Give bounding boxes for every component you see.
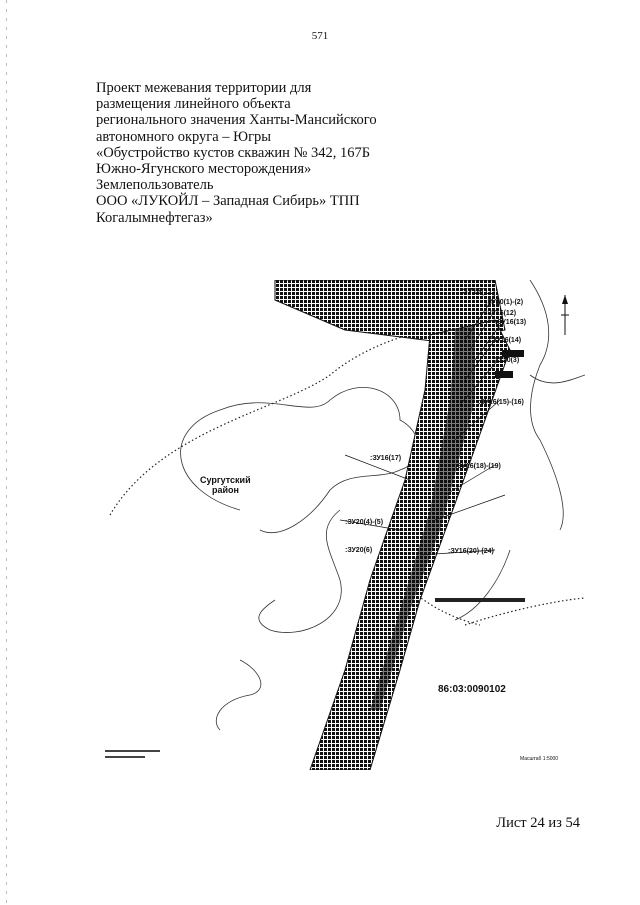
parcel-label: :ЗУ20(4)-(5) [345, 519, 383, 526]
parcel-label: :ЗУ20(1)-(2) [485, 299, 523, 306]
cadastral-number: 86:03:0090102 [438, 684, 506, 695]
district-boundary-right [464, 597, 585, 626]
parcel-label: :ЗУ20(6) [345, 547, 372, 554]
parcel-label: :ЗУ16(11) [460, 287, 495, 296]
district-label: район [212, 485, 239, 495]
page-number: 571 [311, 30, 329, 42]
corridor-main [309, 319, 511, 770]
parcel-label: :ЗУ16(18)-(19) [455, 463, 501, 470]
title-line: Когалымнефтегаз» [96, 209, 213, 226]
title-line: ООО «ЛУКОЙЛ – Западная Сибирь» ТПП [96, 193, 360, 210]
district-boundary [109, 329, 431, 516]
parcel-label: :ЗУ16(13) [495, 319, 526, 326]
parcel-label: :ЗУ16(15)-(16) [478, 399, 524, 406]
title-line: автономного округа – Югры [96, 128, 272, 145]
title-line: «Обустройство кустов скважин № 342, 167Б [96, 144, 371, 161]
contour-line [215, 659, 262, 731]
contour-line [529, 280, 564, 531]
parcel-label: :ЗУ16(20)-(24) [448, 548, 494, 555]
north-arrow-icon [561, 295, 569, 335]
parcel-label: :ЗУ16(17) [370, 455, 401, 462]
cadastral-map: :ЗУ16(11) :ЗУ20(1)-(2) :ЗУ16(12) :ЗУ16(1… [100, 280, 585, 770]
contour-line [454, 549, 511, 621]
contour-line [180, 386, 420, 533]
contour-line [258, 509, 342, 633]
map-drawing: :ЗУ16(11) :ЗУ20(1)-(2) :ЗУ16(12) :ЗУ16(1… [105, 280, 585, 770]
parcel-label: :ЗУ20(3) [492, 357, 519, 364]
parcel-label: :ЗУ16(14) [490, 337, 521, 344]
contour-line [529, 374, 585, 384]
title-line: Южно-Ягунского месторождения» [96, 161, 312, 178]
district-label: Сургутский [200, 475, 251, 485]
title-line: Проект межевания территории для [96, 80, 312, 96]
document-title: Проект межевания территории для размещен… [96, 80, 416, 226]
binding-mark [6, 0, 7, 905]
corridor-spine [370, 325, 475, 710]
title-line: регионального значения Ханты-Мансийского [96, 112, 377, 129]
parcel-label: :ЗУ16(12) [485, 310, 516, 317]
title-line: Землепользователь [96, 177, 214, 194]
scale-note: Масштаб 1:5000 [520, 756, 558, 762]
title-line: размещения линейного объекта [96, 96, 291, 113]
sheet-number: Лист 24 из 54 [496, 815, 580, 831]
